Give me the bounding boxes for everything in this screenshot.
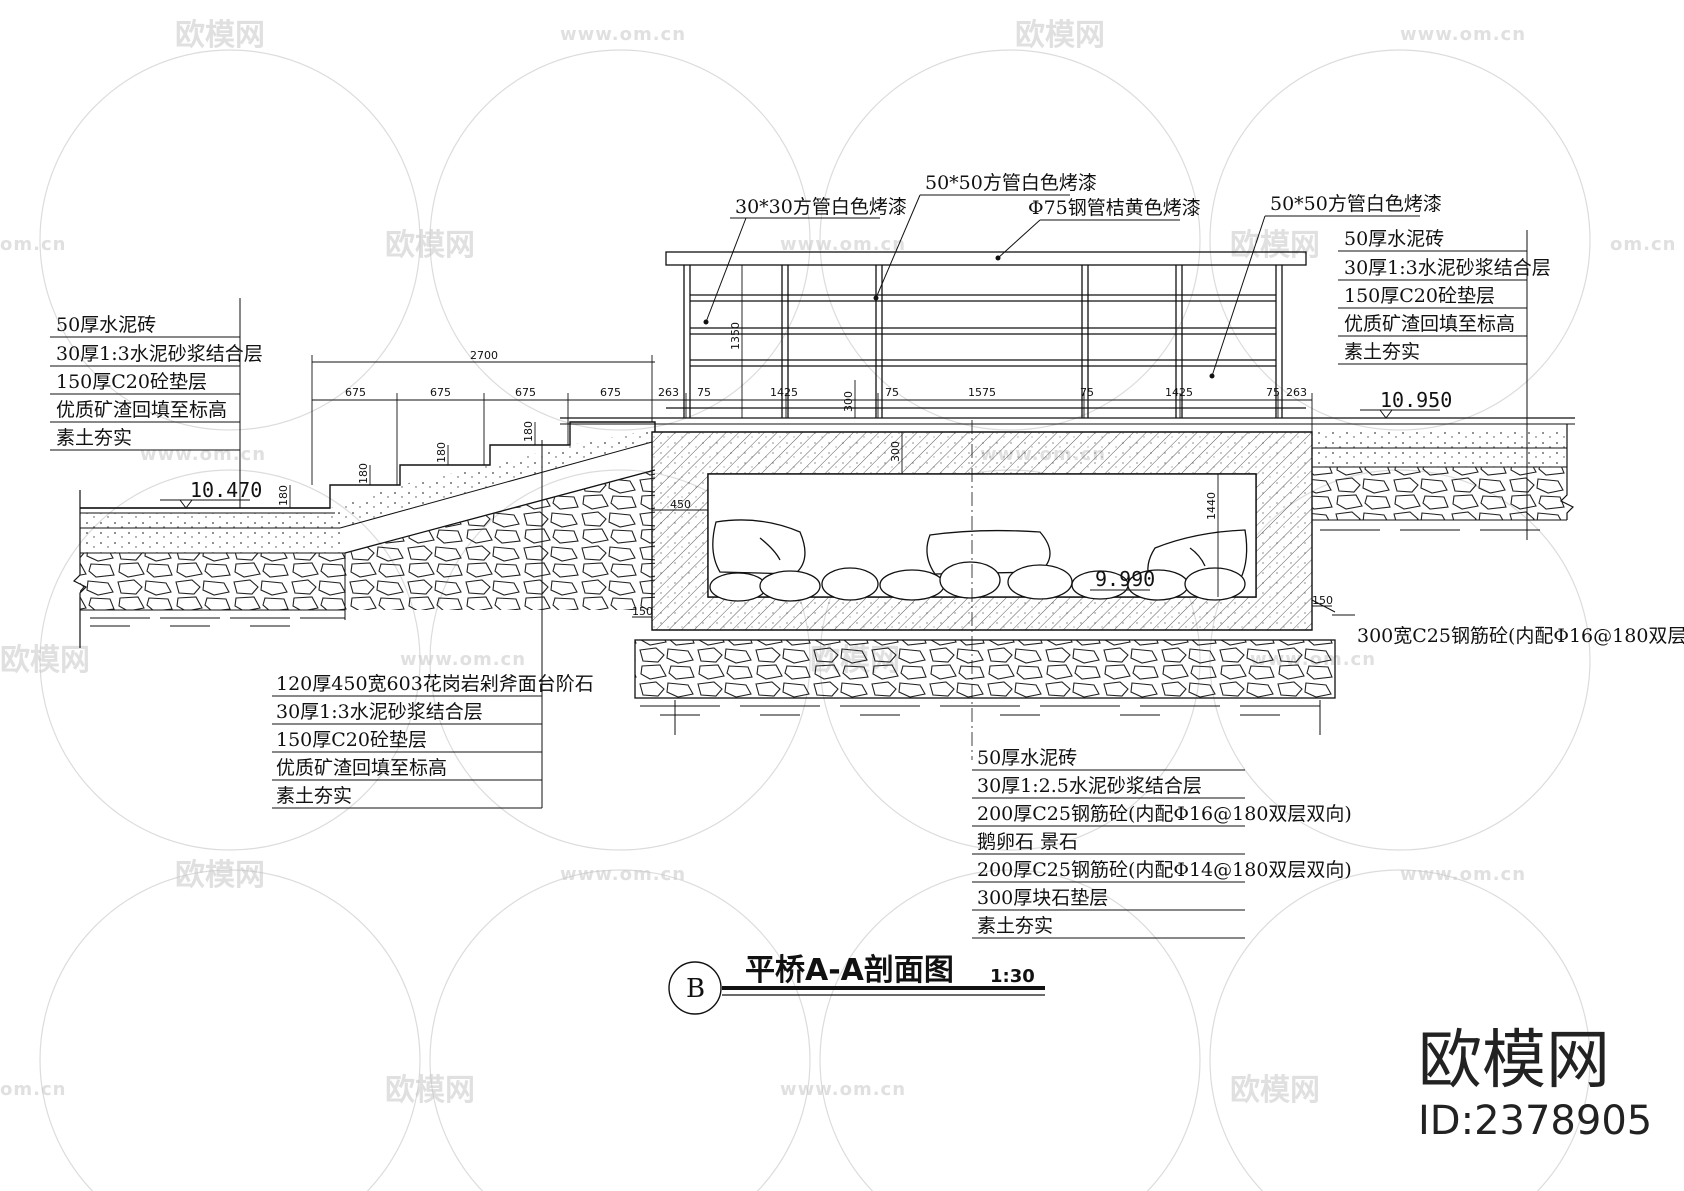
dim-75: 75: [885, 386, 899, 399]
note-line: 30厚1:3水泥砂浆结合层: [56, 343, 263, 365]
watermark-url-short: om.cn: [1610, 234, 1676, 255]
title-block: B 平桥A-A剖面图 1:30: [668, 953, 1045, 1015]
dim-150: 150: [1312, 594, 1333, 607]
dim-300: 300: [842, 391, 855, 412]
dim-rail-height: 1350: [729, 322, 742, 350]
note-line: 素土夯实: [276, 785, 352, 807]
dim-1440: 1440: [1205, 492, 1218, 520]
note-pipe75: Φ75钢管桔黄色烤漆: [1028, 197, 1201, 219]
note-railing: 30*30方管白色烤漆 50*50方管白色烤漆 Φ75钢管桔黄色烤漆 50*50…: [735, 172, 1442, 219]
watermark-url: www.om.cn: [560, 864, 686, 885]
note-tube30: 30*30方管白色烤漆: [735, 196, 907, 218]
watermark-logo: 欧模网: [1230, 1073, 1320, 1108]
watermark-layer: 欧模网 欧模网 欧模网 欧模网 欧模网 欧模网 欧模网 欧模网 欧模网 www.…: [0, 18, 1676, 1191]
railing: [665, 251, 1307, 418]
dim-riser: 180: [357, 463, 370, 484]
elevation-right: 10.950: [1380, 388, 1452, 412]
watermark-url: www.om.cn: [780, 1079, 906, 1100]
note-line: 30厚1:2.5水泥砂浆结合层: [977, 775, 1202, 797]
dim-263: 263: [658, 386, 679, 399]
note-stair-layers: 120厚450宽603花岗岩剁斧面台阶石 30厚1:3水泥砂浆结合层 150厚C…: [276, 673, 594, 807]
dim-75: 75: [1266, 386, 1280, 399]
right-ground: [1312, 230, 1575, 540]
dim-riser: 180: [522, 421, 535, 442]
note-tube50-top: 50*50方管白色烤漆: [925, 172, 1097, 194]
note-tube50-right: 50*50方管白色烤漆: [1270, 193, 1442, 215]
watermark-logo: 欧模网: [175, 858, 265, 893]
dim-263: 263: [1286, 386, 1307, 399]
watermark-url: www.om.cn: [560, 24, 686, 45]
note-line: 50厚水泥砖: [56, 314, 156, 336]
brand-id: ID:2378905: [1418, 1098, 1652, 1144]
watermark-url: www.om.cn: [140, 444, 266, 465]
dim-450: 450: [670, 498, 691, 511]
dim-total: 2700: [470, 349, 498, 362]
watermark-url: www.om.cn: [1400, 24, 1526, 45]
note-line: 50厚水泥砖: [1344, 228, 1444, 250]
elevation-water: 9.990: [1095, 567, 1155, 591]
note-line: 150厚C20砼垫层: [1344, 285, 1495, 307]
dim-300: 300: [889, 441, 902, 462]
dim-step: 675: [600, 386, 621, 399]
dim-75: 75: [1080, 386, 1094, 399]
dim-1425: 1425: [770, 386, 798, 399]
watermark-logo: 欧模网: [1015, 18, 1105, 53]
dimension-labels: 2700 675 675 675 675 263 75 1425 75 1575…: [277, 322, 1333, 618]
section-marker-circle: [668, 961, 722, 1015]
pebbles-and-rocks: [709, 519, 1248, 602]
note-line: 30厚1:3水泥砂浆结合层: [276, 701, 483, 723]
note-line: 优质矿渣回填至标高: [56, 399, 227, 421]
note-line: 120厚450宽603花岗岩剁斧面台阶石: [276, 673, 594, 695]
watermark-logo: 欧模网: [385, 228, 475, 263]
note-line: 150厚C20砼垫层: [56, 371, 207, 393]
elevation-left: 10.470: [190, 478, 262, 502]
note-right-layers: 50厚水泥砖 30厚1:3水泥砂浆结合层 150厚C20砼垫层 优质矿渣回填至标…: [1344, 228, 1551, 363]
watermark-url-short: om.cn: [0, 1079, 66, 1100]
dim-75: 75: [697, 386, 711, 399]
brand-block: 欧模网 ID:2378905: [1418, 1024, 1652, 1144]
watermark-logo: 欧模网: [0, 643, 90, 678]
bridge-box: [560, 417, 1575, 760]
note-line: 鹅卵石 景石: [977, 831, 1078, 853]
leader-lines: [50, 194, 1527, 939]
note-line: 优质矿渣回填至标高: [1344, 313, 1515, 335]
note-line: 50厚水泥砖: [977, 747, 1077, 769]
dim-1425: 1425: [1165, 386, 1193, 399]
leader-dots: [703, 255, 1215, 379]
watermark-url: www.om.cn: [780, 234, 906, 255]
dim-step: 675: [515, 386, 536, 399]
watermark-logo: 欧模网: [1230, 228, 1320, 263]
watermark-url: www.om.cn: [1400, 864, 1526, 885]
note-line: 150厚C20砼垫层: [276, 729, 427, 751]
note-left-layers: 50厚水泥砖 30厚1:3水泥砂浆结合层 150厚C20砼垫层 优质矿渣回填至标…: [56, 314, 263, 449]
watermark-url-short: om.cn: [0, 234, 66, 255]
dim-step: 675: [345, 386, 366, 399]
dim-step: 675: [430, 386, 451, 399]
watermark-url: www.om.cn: [400, 649, 526, 670]
left-ground: [72, 298, 656, 648]
section-marker: B: [686, 974, 705, 1004]
note-line: 素土夯实: [1344, 341, 1420, 363]
elevation-markers: [160, 409, 1440, 591]
drawing-scale: 1:30: [990, 966, 1035, 987]
dim-150: 150: [632, 605, 653, 618]
note-line: 优质矿渣回填至标高: [276, 757, 447, 779]
note-line: 素土夯实: [56, 427, 132, 449]
note-line: 300厚块石垫层: [977, 887, 1108, 909]
brand-name: 欧模网: [1418, 1024, 1610, 1098]
note-bottom-layers: 50厚水泥砖 30厚1:2.5水泥砂浆结合层 200厚C25钢筋砼(内配Φ16@…: [977, 747, 1352, 937]
watermark-logo: 欧模网: [175, 18, 265, 53]
dimension-lines: [289, 265, 1332, 618]
note-wall: 300宽C25钢筋砼(内配Φ16@180双层双向): [1357, 625, 1684, 647]
dim-riser: 180: [435, 442, 448, 463]
note-line: 30厚1:3水泥砂浆结合层: [1344, 257, 1551, 279]
note-line: 200厚C25钢筋砼(内配Φ16@180双层双向): [977, 803, 1352, 825]
dim-riser: 180: [277, 485, 290, 506]
note-line: 200厚C25钢筋砼(内配Φ14@180双层双向): [977, 859, 1352, 881]
drawing-title: 平桥A-A剖面图: [745, 953, 954, 988]
dim-1575: 1575: [968, 386, 996, 399]
watermark-logo: 欧模网: [385, 1073, 475, 1108]
note-line: 素土夯实: [977, 915, 1053, 937]
